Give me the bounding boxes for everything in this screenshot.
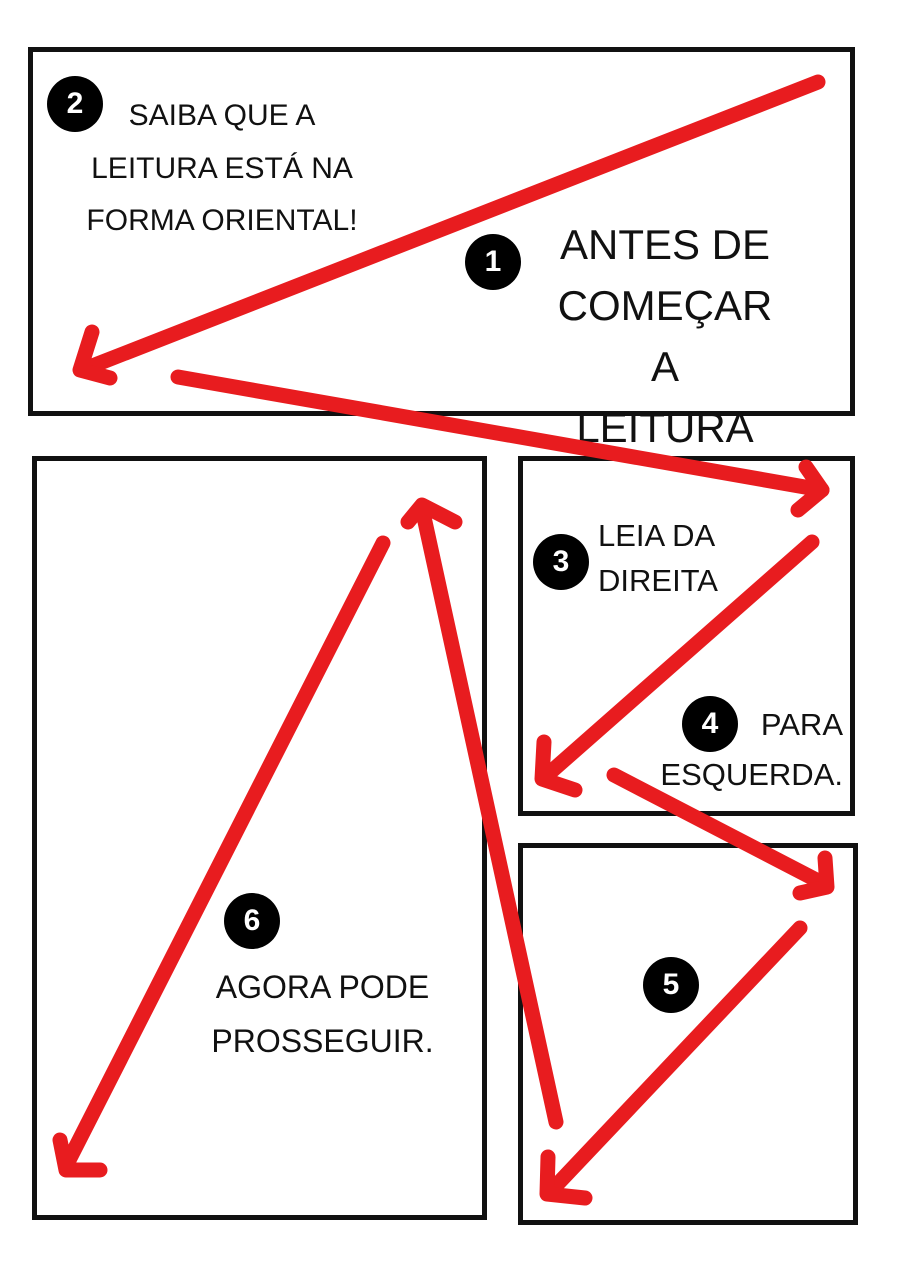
step-3-text: LEIA DA DIREITA — [598, 518, 718, 598]
arrow-5-to-6 — [539, 920, 808, 1206]
arrow-1-to-2 — [72, 74, 826, 386]
arrow-6-down — [52, 535, 391, 1178]
step-1-badge: 1 — [465, 234, 521, 290]
step-6-badge: 6 — [224, 893, 280, 949]
step-4-text: PARA ESQUERDA. — [660, 707, 843, 792]
step-5-badge: 5 — [643, 957, 699, 1013]
step-6-text: AGORA PODE PROSSEGUIR. — [211, 969, 434, 1060]
arrow-3-to-4 — [534, 534, 820, 798]
arrow-6-up — [400, 497, 564, 1130]
step-3-badge: 3 — [533, 534, 589, 590]
arrow-2-to-3 — [170, 369, 830, 518]
step-1-text: ANTES DE COMEÇAR A LEITURA — [557, 221, 773, 451]
step-2-text: SAIBA QUE A LEITURA ESTÁ NA FORMA ORIENT… — [86, 99, 358, 237]
arrow-4-to-5 — [606, 767, 835, 901]
step-2-badge: 2 — [47, 76, 103, 132]
step-4-badge: 4 — [682, 696, 738, 752]
